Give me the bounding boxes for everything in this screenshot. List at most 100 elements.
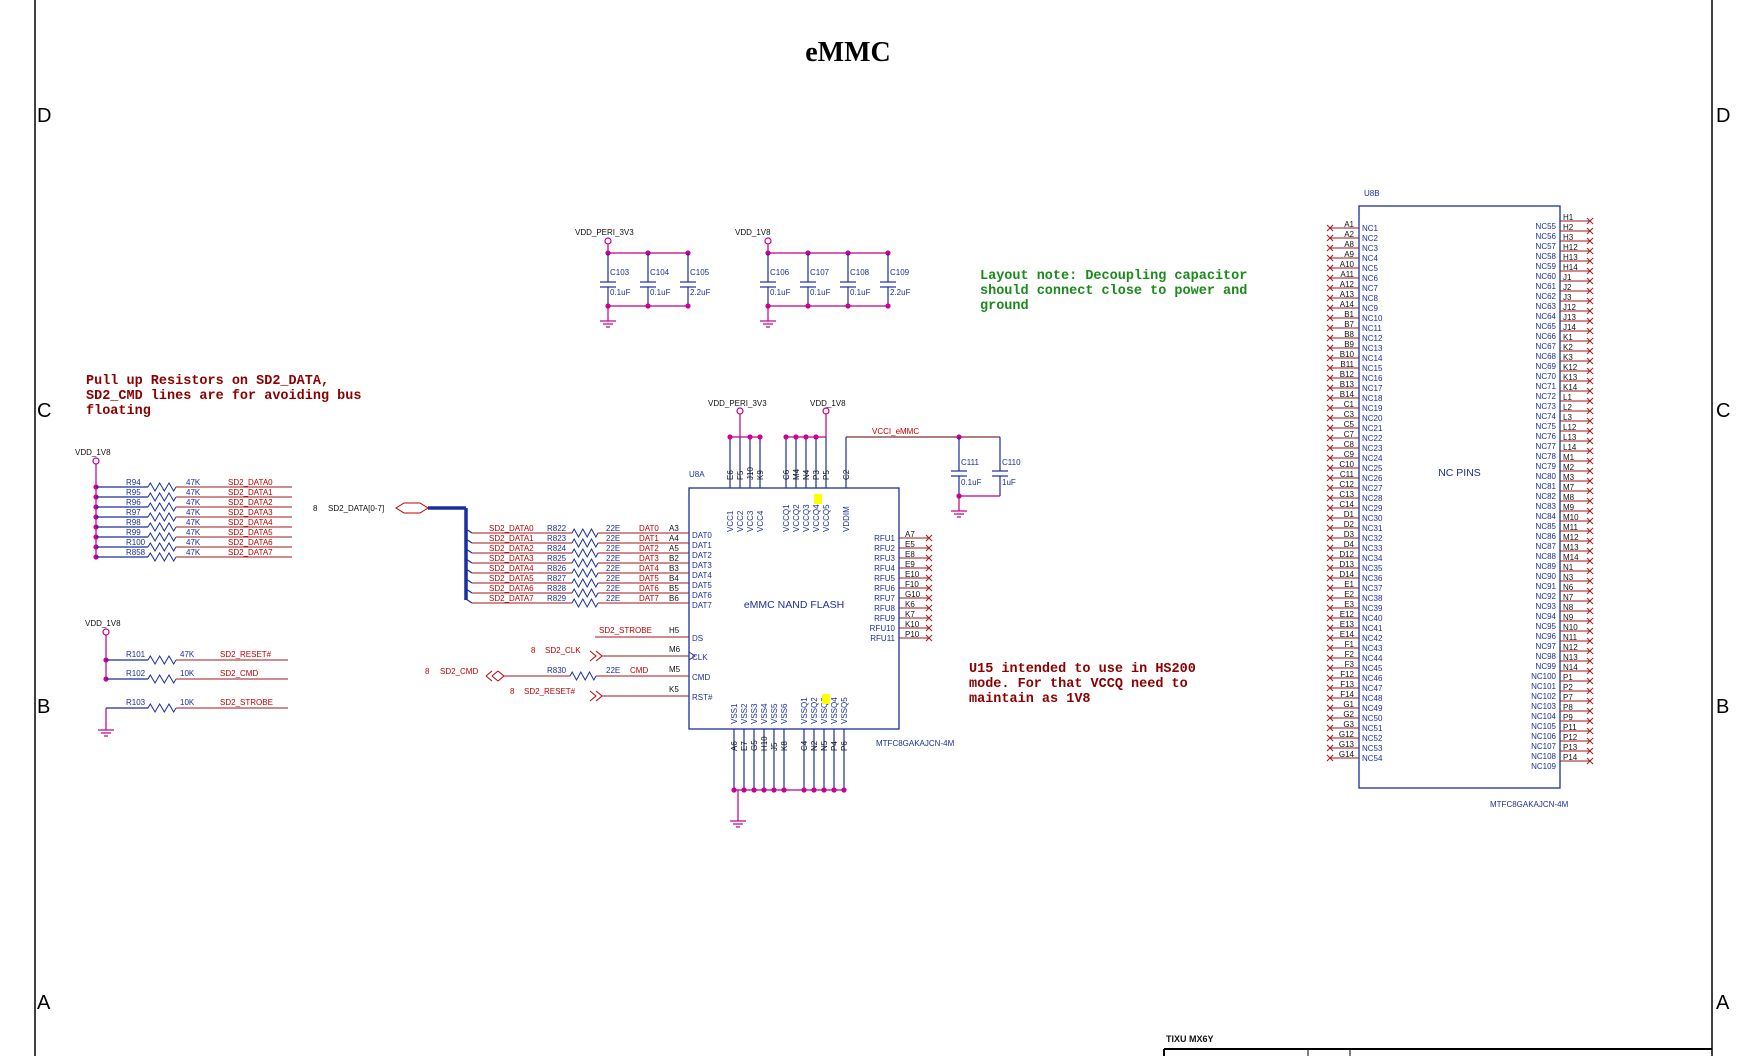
u8b-ball-c9: C9	[1344, 450, 1355, 459]
u8b-ball-c13: C13	[1339, 490, 1354, 499]
no-connect-stroke-2	[1586, 307, 1594, 315]
resistor-r97	[147, 512, 177, 522]
u8a-ball-b3: B3	[669, 564, 679, 573]
u8a-ball-k8: K8	[780, 741, 789, 751]
u8b-pin-nc60: NC60	[1536, 272, 1557, 281]
u8b-left-no-connect	[1326, 424, 1334, 432]
u8b-pin-nc1: NC1	[1362, 224, 1379, 233]
u8a-pin-vssq3: VSSQ3	[820, 697, 829, 724]
resistor-ref-r96: R96	[126, 498, 141, 507]
no-connect-stroke-2	[925, 604, 933, 612]
u8a-pin-vcc1: VCC1	[726, 510, 735, 532]
no-connect-stroke-2	[1586, 597, 1594, 605]
resistor-value-r98: 47K	[186, 518, 201, 527]
u8b-ball-a12: A12	[1340, 280, 1355, 289]
u8a-ball-m4: M4	[792, 468, 801, 480]
u8b-right-no-connect	[1586, 637, 1594, 645]
no-connect-stroke-2	[1326, 314, 1334, 322]
u8b-right-no-connect	[1586, 387, 1594, 395]
no-connect-stroke-2	[1326, 624, 1334, 632]
capacitor-c103	[600, 281, 616, 288]
u8b-pin-nc50: NC50	[1362, 714, 1383, 723]
u8b-pin-nc48: NC48	[1362, 694, 1383, 703]
capacitor-c108	[840, 281, 856, 288]
bus-entry	[465, 528, 473, 534]
decoupling-1v8-bottom-junction	[885, 303, 891, 309]
u8b-pin-nc43: NC43	[1362, 644, 1383, 653]
u8b-ball-c14: C14	[1339, 500, 1354, 509]
u8a-ball-k5: K5	[669, 685, 679, 694]
u8b-pin-nc76: NC76	[1536, 432, 1557, 441]
u8a-pin-vccq1: VCCQ1	[782, 504, 791, 532]
no-connect-stroke-2	[1326, 424, 1334, 432]
no-connect-stroke-2	[925, 544, 933, 552]
u8b-left-no-connect	[1326, 314, 1334, 322]
no-connect-stroke-2	[1586, 537, 1594, 545]
u8b-pin-nc22: NC22	[1362, 434, 1383, 443]
u8b-left-no-connect	[1326, 384, 1334, 392]
resistor-ref-r100: R100	[126, 538, 146, 547]
u8a-ball-p5: P5	[822, 470, 831, 480]
zone-label-left-c: C	[37, 400, 51, 422]
resistor-value-r101: 47K	[180, 650, 195, 659]
u8a-pin-vddim: VDDIM	[842, 506, 851, 532]
no-connect-stroke-2	[1326, 374, 1334, 382]
u8b-left-no-connect	[1326, 714, 1334, 722]
u8b-ball-m1: M1	[1563, 453, 1575, 462]
u8a-pin-dat2: DAT2	[692, 551, 712, 560]
u8b-right-no-connect	[1586, 567, 1594, 575]
u8b-left-no-connect	[1326, 544, 1334, 552]
u8a-vcci-ground	[951, 505, 967, 518]
rfu-no-connect	[925, 624, 933, 632]
u8b-left-no-connect	[1326, 724, 1334, 732]
u8b-left-no-connect	[1326, 254, 1334, 262]
u8b-pin-nc44: NC44	[1362, 654, 1383, 663]
u8b-ball-m13: M13	[1563, 543, 1579, 552]
resistor-ref-r94: R94	[126, 478, 141, 487]
u8b-left-no-connect	[1326, 404, 1334, 412]
decoupling-1v8-power-port	[764, 237, 772, 245]
u8b-left-no-connect	[1326, 274, 1334, 282]
u8b-right-no-connect	[1586, 307, 1594, 315]
u8b-pin-nc41: NC41	[1362, 624, 1383, 633]
capacitor-c105	[680, 281, 696, 288]
u8b-ball-n10: N10	[1563, 623, 1578, 632]
resistor-r96	[147, 502, 177, 512]
u8b-pin-nc58: NC58	[1536, 252, 1557, 261]
u8a-pin-dat5: DAT5	[692, 581, 712, 590]
u8b-ball-p13: P13	[1563, 743, 1578, 752]
u8b-right-no-connect	[1586, 607, 1594, 615]
u8b-ball-m11: M11	[1563, 523, 1579, 532]
u8b-left-no-connect	[1326, 354, 1334, 362]
u8b-ball-k14: K14	[1563, 383, 1578, 392]
no-connect-stroke-2	[1586, 477, 1594, 485]
u8b-pin-nc16: NC16	[1362, 374, 1383, 383]
no-connect-stroke-2	[1326, 544, 1334, 552]
u8b-left-no-connect	[1326, 494, 1334, 502]
rfu-no-connect	[925, 544, 933, 552]
resistor-value-r95: 47K	[186, 488, 201, 497]
zone-label-left-b: B	[37, 696, 50, 718]
u8a-rail-1v8-label: VDD_1V8	[810, 399, 846, 408]
data-net-label-6: SD2_DATA6	[489, 584, 534, 593]
net-label-sd2_strobe: SD2_STROBE	[220, 698, 273, 707]
no-connect-stroke-2	[1586, 317, 1594, 325]
capacitor-ref-c111: C111	[961, 458, 979, 467]
u8a-1v8-power-port	[822, 407, 830, 415]
u8a-ball-f5: F5	[736, 470, 745, 480]
u8a-part-number: MTFC8GAKAJCN-4M	[876, 739, 955, 748]
capacitor-ref-c104: C104	[650, 268, 670, 277]
no-connect-stroke-2	[1326, 724, 1334, 732]
rst-sheet-number: 8	[510, 687, 515, 696]
resistor-ref-r830: R830	[547, 666, 567, 675]
decoupling-peri-rail-label: VDD_PERI_3V3	[575, 228, 634, 237]
u8b-ball-g3: G3	[1343, 720, 1354, 729]
resistor-ref-r827: R827	[547, 574, 567, 583]
bus-sheet-number: 8	[313, 504, 318, 513]
u8b-ball-m9: M9	[1563, 503, 1575, 512]
u8b-right-no-connect	[1586, 707, 1594, 715]
u8a-pin-dat6: DAT6	[692, 591, 712, 600]
net-label-sd2-reset: SD2_RESET#	[524, 687, 576, 696]
u8b-pin-nc65: NC65	[1536, 322, 1557, 331]
